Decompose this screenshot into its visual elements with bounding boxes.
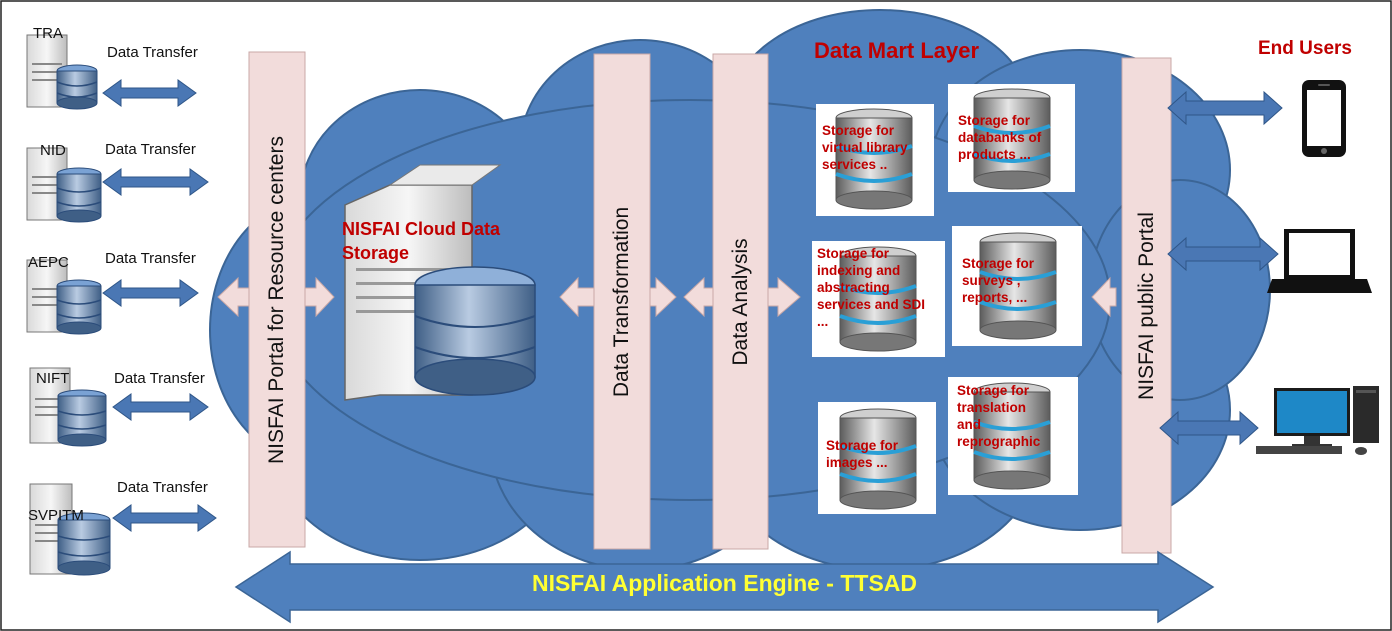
data-transfer-label: Data Transfer bbox=[105, 141, 196, 158]
source-label-tra: TRA bbox=[33, 25, 63, 42]
analysis-bar: Data Analysis bbox=[713, 54, 768, 549]
source-label-svpitm: SVPITM bbox=[28, 507, 84, 524]
analysis-label: Data Analysis bbox=[728, 237, 752, 366]
source-label-aepc: AEPC bbox=[28, 254, 69, 271]
store-label-images: Storage for images ... bbox=[826, 438, 899, 470]
end-users-title: End Users bbox=[1258, 38, 1352, 59]
source-servers bbox=[26, 34, 111, 576]
store-label-translation: Storage for translation and reprographic bbox=[957, 383, 1041, 449]
source-label-nift: NIFT bbox=[36, 370, 70, 387]
public-portal-bar: NISFAI public Portal bbox=[1122, 58, 1171, 553]
store-label-virtual-library: Storage for virtual library services .. bbox=[822, 123, 908, 172]
store-label-indexing: Storage for indexing and abstracting ser… bbox=[817, 246, 926, 329]
cloud-storage-server-icon bbox=[344, 164, 536, 401]
data-transfer-label: Data Transfer bbox=[117, 479, 208, 496]
cloud-storage-title: NISFAI Cloud Data Storage bbox=[342, 219, 501, 263]
data-transfer-arrows bbox=[102, 79, 217, 532]
public-portal-label: NISFAI public Portal bbox=[1134, 211, 1158, 400]
transformation-label: Data Transformation bbox=[610, 206, 633, 397]
resource-portal-bar: NISFAI Portal for Resource centers bbox=[249, 52, 305, 547]
laptop-icon bbox=[1267, 229, 1372, 293]
smartphone-icon bbox=[1302, 80, 1346, 157]
end-user-arrows bbox=[1159, 90, 1283, 446]
desktop-icon bbox=[1256, 386, 1379, 455]
application-engine-label: NISFAI Application Engine - TTSAD bbox=[531, 570, 918, 596]
data-mart-db-icons bbox=[835, 88, 1057, 510]
data-transfer-label: Data Transfer bbox=[114, 370, 205, 387]
source-label-nid: NID bbox=[40, 142, 66, 159]
resource-portal-label: NISFAI Portal for Resource centers bbox=[265, 135, 288, 464]
store-label-databanks: Storage for databanks of products ... bbox=[958, 113, 1042, 162]
transformation-bar: Data Transformation bbox=[594, 54, 650, 549]
store-label-surveys: Storage for surveys , reports, ... bbox=[962, 256, 1035, 305]
vertical-bars bbox=[248, 51, 1172, 554]
data-transfer-label: Data Transfer bbox=[107, 44, 198, 61]
data-mart-title: Data Mart Layer bbox=[814, 38, 980, 63]
application-engine-arrow bbox=[234, 550, 1215, 624]
data-transfer-label: Data Transfer bbox=[105, 250, 196, 267]
